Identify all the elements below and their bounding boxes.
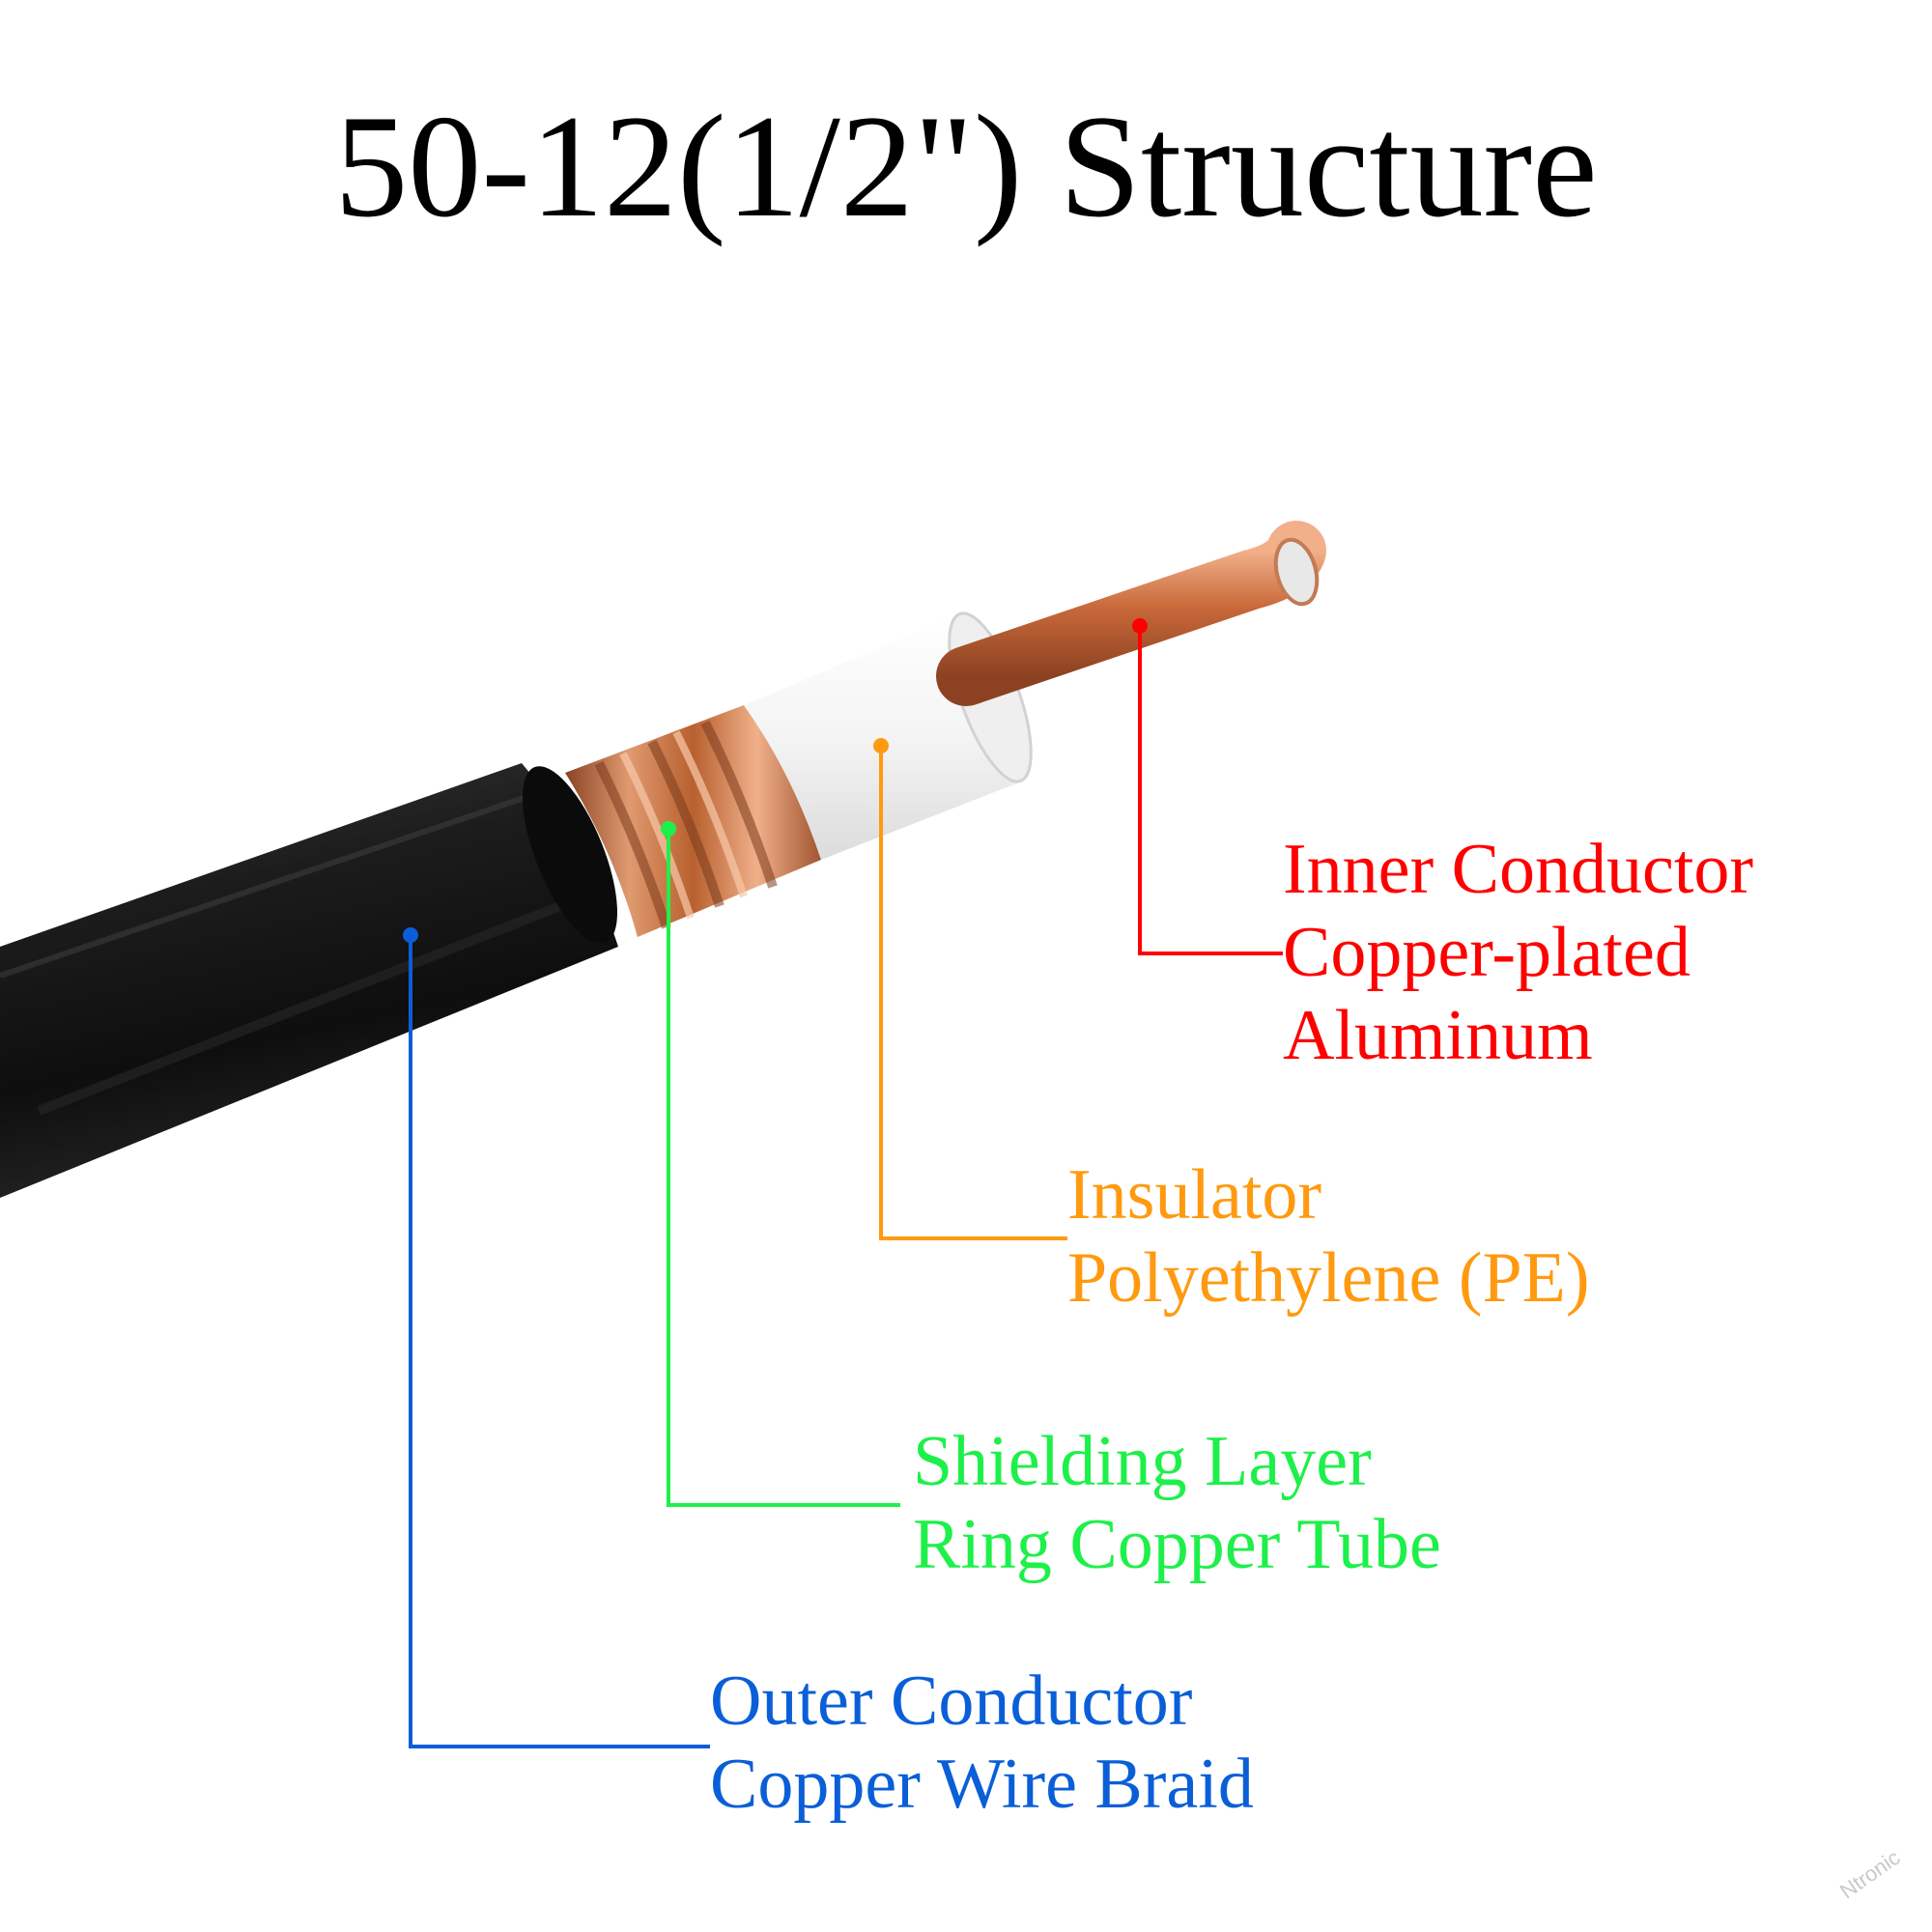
callout-inner-label: Inner Conductor Copper-plated Aluminum [1283, 828, 1753, 1077]
inner-label-line2: Copper-plated [1283, 913, 1690, 992]
callout-inner-leader [1132, 618, 1283, 955]
callout-inner-dot [1132, 618, 1148, 634]
shield-label-line1: Shielding Layer [913, 1422, 1372, 1501]
callout-insulator-label: Insulator Polyethylene (PE) [1067, 1153, 1590, 1320]
inner-label-line3: Aluminum [1283, 996, 1593, 1075]
callout-insulator-leader [873, 738, 1067, 1240]
outer-label-line2: Copper Wire Braid [710, 1745, 1254, 1824]
shield-label-line2: Ring Copper Tube [913, 1505, 1441, 1584]
inner-label-line1: Inner Conductor [1283, 830, 1754, 909]
callout-shield-label: Shielding Layer Ring Copper Tube [913, 1420, 1441, 1586]
corrugated-copper-tube [565, 705, 821, 937]
insulator-label-line2: Polyethylene (PE) [1067, 1238, 1590, 1318]
inner-conductor-wire [936, 521, 1326, 706]
callout-outer-label: Outer Conductor Copper Wire Braid [710, 1660, 1254, 1826]
callout-shield-dot [661, 821, 676, 837]
callout-shield-leader [661, 821, 900, 1507]
outer-label-line1: Outer Conductor [710, 1662, 1193, 1741]
callout-insulator-dot [873, 738, 889, 753]
cable-jacket [0, 763, 618, 1198]
callout-outer-dot [403, 927, 418, 943]
insulator-label-line1: Insulator [1067, 1155, 1322, 1235]
callout-outer-leader [403, 927, 710, 1748]
diagram-title: 50-12(1/2") Structure [334, 85, 1598, 247]
